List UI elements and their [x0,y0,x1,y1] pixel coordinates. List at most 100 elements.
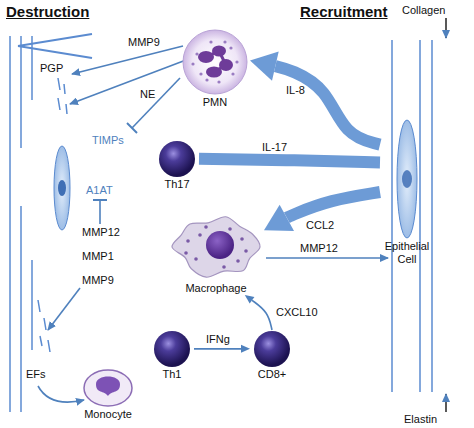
cell-label: CD8+ [258,368,286,381]
cell-granule [195,52,198,55]
enzyme-arrow [48,288,80,330]
cell-membrane [172,217,260,278]
cell-shape [180,28,250,96]
neutrophil-cell: PMN [180,28,250,109]
fiber-line [431,40,433,392]
cell-membrane [84,370,132,406]
enzyme-label: MMP9 [128,36,160,49]
section-heading: Destruction [6,3,89,21]
cell-label: Th17 [164,178,189,191]
cell-granule [184,251,188,255]
cell-granule [198,233,202,237]
cell-granule [186,239,190,243]
cell-label: Macrophage [185,282,246,295]
signal-arrow [194,348,241,350]
cell-shape [380,118,434,240]
pointer-arrow [445,18,447,38]
enzyme-label: NE [140,88,155,101]
cell-body [154,331,190,367]
cell-shape [150,330,194,368]
cell-granule [235,60,238,63]
cell-shape [168,212,264,282]
fiber-label: Elastin [404,413,437,426]
fiber-line [20,36,22,148]
cell-granule [244,249,248,253]
lymphocyte-cell: Th1 [150,330,194,381]
monocyte-cell: Monocyte [68,368,148,421]
cell-body [397,120,417,238]
cell-nucleus [58,180,66,196]
cytokine-band-arrow [287,192,380,218]
nucleus-lobe [198,51,214,63]
nucleus-lobe [212,46,226,57]
cytokine-band-arrow [199,159,380,163]
molecule-label: EFs [26,368,46,381]
signal-arrow [252,300,272,330]
cytokine-label: CCL2 [306,219,334,232]
pointer-arrow [445,394,447,412]
fiber-line [391,40,393,392]
enzyme-arrow [72,46,183,74]
enzyme-arrow [70,60,186,104]
cell-label: Th1 [163,368,182,381]
cell-granule [194,257,198,261]
fiber-fragment [44,318,46,330]
lymphocyte-cell: Th17 [155,140,199,191]
cell-granule [228,227,232,231]
fiber-fragment [38,300,40,312]
section-heading: Recruitment [300,3,388,21]
tweezer-symbol [18,46,92,58]
inhibition-line [99,200,101,224]
cell-nucleus [96,377,120,397]
epithelial-cell-drawing [54,146,70,230]
enzyme-label: MMP1 [82,250,114,263]
inhibitor-label: TIMPs [92,134,124,147]
fiber-fragment [64,84,65,94]
cell-granule [191,62,194,65]
cytokine-band-arrow [275,66,380,144]
enzyme-label: MMP12 [300,242,338,255]
tweezer-symbol [18,34,92,46]
fiber-line [20,206,22,412]
cell-granule [236,259,240,263]
inhibition-line [132,78,180,128]
nucleus-lobe [219,59,233,71]
cell-nucleus [206,231,234,259]
nucleus-lobe [206,67,222,78]
fiber-fragment [48,340,50,352]
fiber-fragment [58,78,60,90]
cytokine-label: IL-17 [262,141,287,154]
macrophage-cell: Macrophage [168,212,264,295]
cell-granule [217,80,220,83]
cytokine-label: IFNg [206,333,230,346]
inhibition-bar [93,199,107,201]
cytokine-label: IL-8 [286,84,305,97]
epithelial-cell: Epithelial Cell [380,118,434,266]
cell-body [159,141,195,177]
cell-label: PMN [203,96,227,109]
fiber-line [31,260,33,350]
cell-granule [205,78,208,81]
cell-granule [240,237,244,241]
enzyme-label: MMP12 [82,226,120,239]
inhibition-bar [127,123,137,133]
cell-body [254,331,290,367]
cell-granule [223,40,226,43]
fiber-line [419,40,421,392]
cell-shape [250,330,294,368]
molecule-label: PGP [40,62,63,75]
fiber-line [9,36,11,412]
cell-granule [209,40,212,43]
cell-granule [199,72,202,75]
enzyme-label: MMP9 [82,274,114,287]
cell-granule [231,72,234,75]
cell-granule [204,225,208,229]
inhibitor-label: A1AT [86,184,113,197]
cell-shape [155,140,199,178]
cell-nucleus [402,170,412,188]
fiber-fragment [58,98,60,110]
cell-granule [222,265,226,269]
